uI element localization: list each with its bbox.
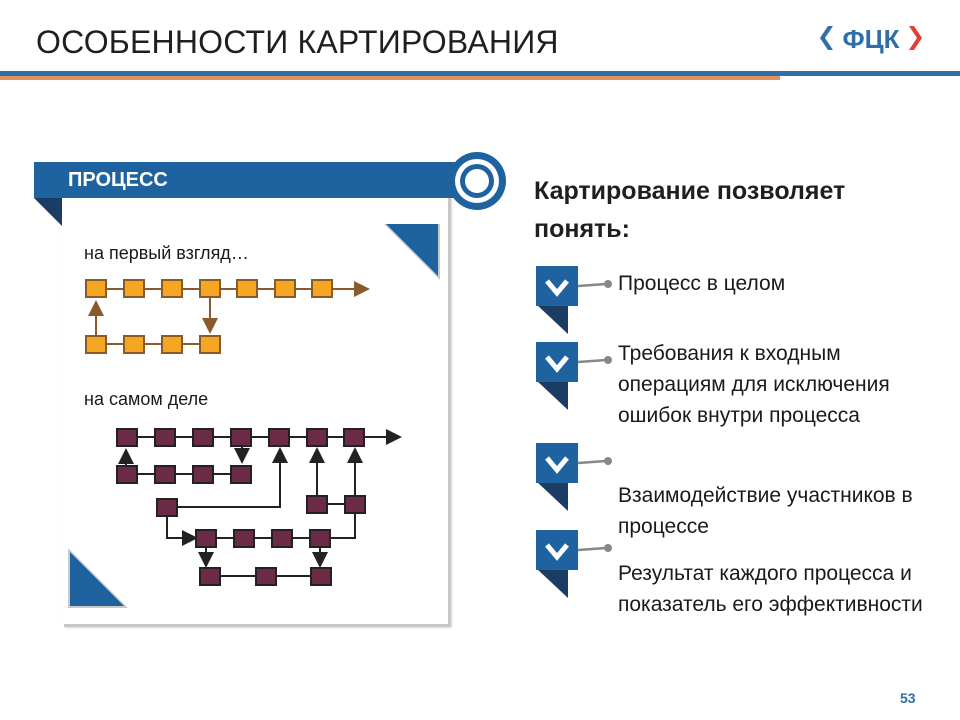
company-logo: ФЦК [820, 24, 922, 54]
corner-triangle-bottom [68, 548, 128, 608]
bullet-text-1: Процесс в целом [618, 272, 786, 295]
caption-first-glance: на первый взгляд… [84, 243, 249, 263]
logo-text: ФЦК [842, 24, 899, 54]
check-chevron-icon [536, 342, 612, 410]
process-panel [64, 196, 451, 627]
bullet-item [534, 441, 614, 511]
bullet-text-4: Результат каждого процесса и показатель … [618, 562, 923, 616]
section-heading: Картирование позволяет понять: [534, 177, 846, 243]
page-number: 53 [900, 690, 916, 706]
target-ring-icon [448, 152, 506, 210]
header-rule-orange [0, 76, 780, 80]
check-chevron-icon [536, 266, 612, 334]
banner-fold [34, 198, 62, 226]
header-rule-blue [0, 71, 960, 76]
bullet-text-3: Взаимодействие участников в процессе [618, 484, 913, 538]
simple-process-diagram [85, 279, 370, 354]
corner-triangle-top [384, 224, 440, 280]
process-banner-label: ПРОЦЕСС [68, 169, 168, 191]
caption-actual: на самом деле [84, 389, 209, 409]
complex-process-diagram [116, 428, 402, 586]
bullet-item [534, 340, 614, 410]
bullet-item [534, 264, 614, 334]
check-chevron-icon [536, 443, 612, 511]
check-chevron-icon [536, 530, 612, 598]
bullet-item [534, 528, 614, 598]
slide-title: ОСОБЕННОСТИ КАРТИРОВАНИЯ [36, 24, 559, 60]
bullet-text-2: Требования к входным операциям для исклю… [618, 342, 890, 427]
process-banner [34, 162, 470, 198]
